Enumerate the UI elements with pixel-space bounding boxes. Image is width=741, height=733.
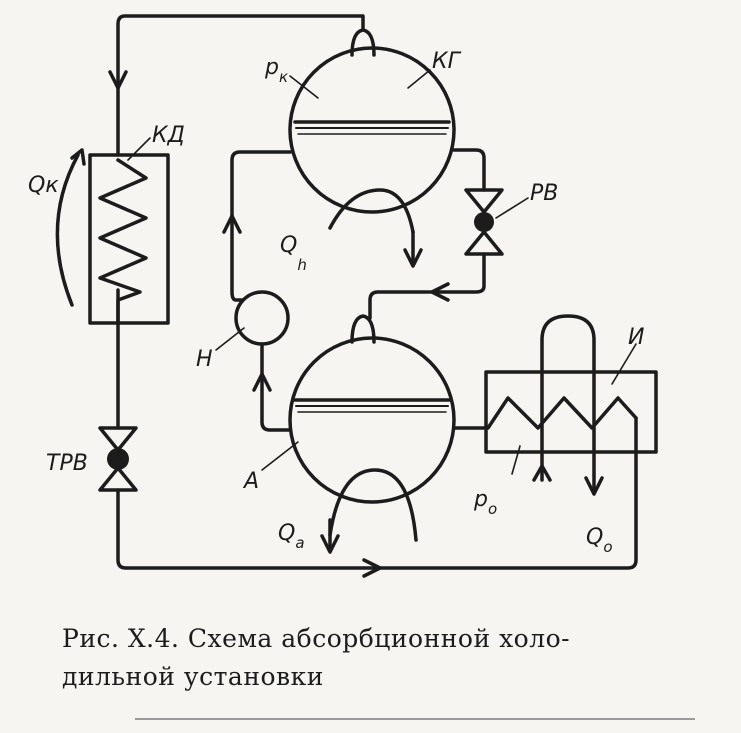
caption-line-2: дильной установки bbox=[62, 662, 324, 691]
weak-solution-line bbox=[452, 148, 486, 192]
refrigerant-line-top bbox=[116, 14, 365, 157]
leader-kd bbox=[127, 137, 151, 161]
absorber-vessel bbox=[288, 314, 456, 542]
pump bbox=[234, 290, 290, 346]
qk-heat-arrow bbox=[55, 153, 80, 307]
leader-po bbox=[511, 445, 521, 475]
brine-out-arrowhead bbox=[584, 476, 604, 496]
strong-line-arrow bbox=[222, 214, 242, 234]
label-n: Н bbox=[196, 347, 213, 372]
generator-vessel bbox=[288, 28, 456, 234]
figure-caption: Рис. X.4. Схема абсорбционной холо- диль… bbox=[62, 620, 702, 696]
trv-valve bbox=[98, 426, 138, 492]
absorber-to-pump-line bbox=[260, 342, 292, 432]
label-trv: ТРВ bbox=[46, 451, 88, 476]
evaporator-coil bbox=[452, 396, 638, 430]
condenser-box bbox=[88, 153, 170, 325]
label-po: po bbox=[473, 487, 497, 518]
qk-arrow-head-top bbox=[70, 148, 86, 166]
label-kd: КД bbox=[152, 123, 185, 148]
leader-i bbox=[611, 343, 637, 385]
generator-heat-arrowhead bbox=[403, 248, 423, 268]
rv-valve bbox=[464, 188, 504, 256]
leader-a bbox=[261, 441, 299, 471]
label-i: И bbox=[628, 325, 644, 350]
top-line-arrow bbox=[108, 70, 128, 90]
leader-rv bbox=[495, 197, 529, 219]
absorption-refrigeration-diagram: pк КГ КД Qк Qh РВ Н И ТРВ А po Qa Qo bbox=[28, 14, 658, 578]
bottom-rule bbox=[135, 718, 695, 720]
label-kg: КГ bbox=[432, 49, 462, 74]
bottom-line-arrow bbox=[362, 558, 382, 578]
pump-line-arrow bbox=[252, 372, 272, 392]
leader-kg bbox=[407, 69, 431, 89]
label-qo: Qo bbox=[586, 525, 613, 556]
leader-pk bbox=[289, 75, 319, 99]
label-a: А bbox=[242, 469, 259, 494]
label-qk: Qк bbox=[28, 173, 59, 198]
condenser-coil bbox=[98, 158, 148, 325]
rv-to-absorber-line bbox=[368, 252, 486, 320]
refrigerant-line-bottom bbox=[116, 416, 638, 570]
label-rv: РВ bbox=[530, 181, 558, 206]
evaporator-box bbox=[484, 370, 658, 454]
label-qa: Qa bbox=[278, 521, 305, 552]
rv-line-arrow bbox=[430, 282, 450, 302]
evaporator-brine-loop bbox=[540, 314, 596, 492]
leader-n bbox=[215, 327, 245, 351]
strong-solution-line bbox=[230, 150, 292, 302]
brine-in-arrow bbox=[532, 464, 552, 482]
absorber-heat-arrowhead bbox=[320, 534, 340, 554]
label-qh: Qh bbox=[280, 233, 307, 274]
caption-line-1: Рис. X.4. Схема абсорбционной холо- bbox=[62, 624, 571, 653]
label-pk: pк bbox=[264, 55, 288, 86]
